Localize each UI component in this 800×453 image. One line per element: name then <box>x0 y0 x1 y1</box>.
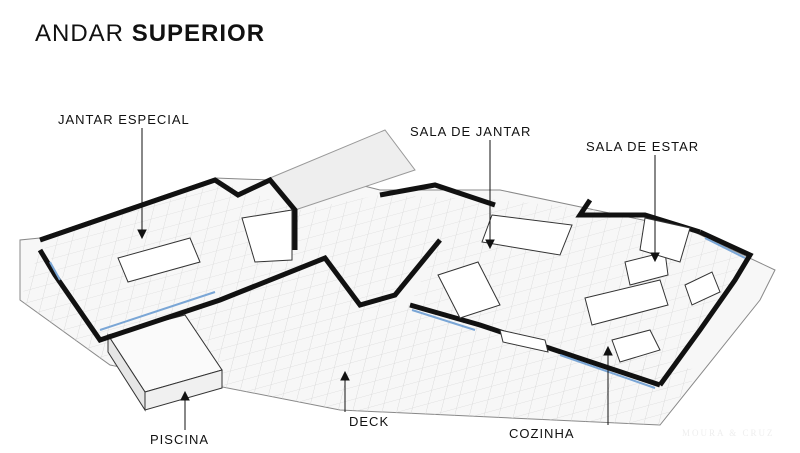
label-jantar-especial: JANTAR ESPECIAL <box>58 112 190 127</box>
sala-jantar-table <box>437 261 501 319</box>
sofa-1 <box>584 279 669 326</box>
island <box>499 329 549 353</box>
label-sala-de-jantar: SALA DE JANTAR <box>410 124 532 139</box>
label-pointers <box>137 128 660 430</box>
stair-block <box>241 209 293 263</box>
label-sala-de-estar: SALA DE ESTAR <box>586 139 700 154</box>
watermark-logo: MOURA & CRUZ <box>682 428 775 438</box>
label-cozinha: COZINHA <box>509 426 575 441</box>
column-block <box>639 217 691 263</box>
armchair <box>684 271 721 306</box>
kitchen-counter <box>481 214 573 256</box>
label-piscina: PISCINA <box>150 432 210 447</box>
deck-floor <box>20 250 700 425</box>
coffee-table <box>611 329 661 363</box>
jantar-especial-table <box>117 237 201 283</box>
interior-floor <box>40 180 750 385</box>
furniture <box>117 209 721 363</box>
page-title: ANDAR SUPERIOR <box>35 20 266 47</box>
label-deck: DECK <box>349 414 390 429</box>
